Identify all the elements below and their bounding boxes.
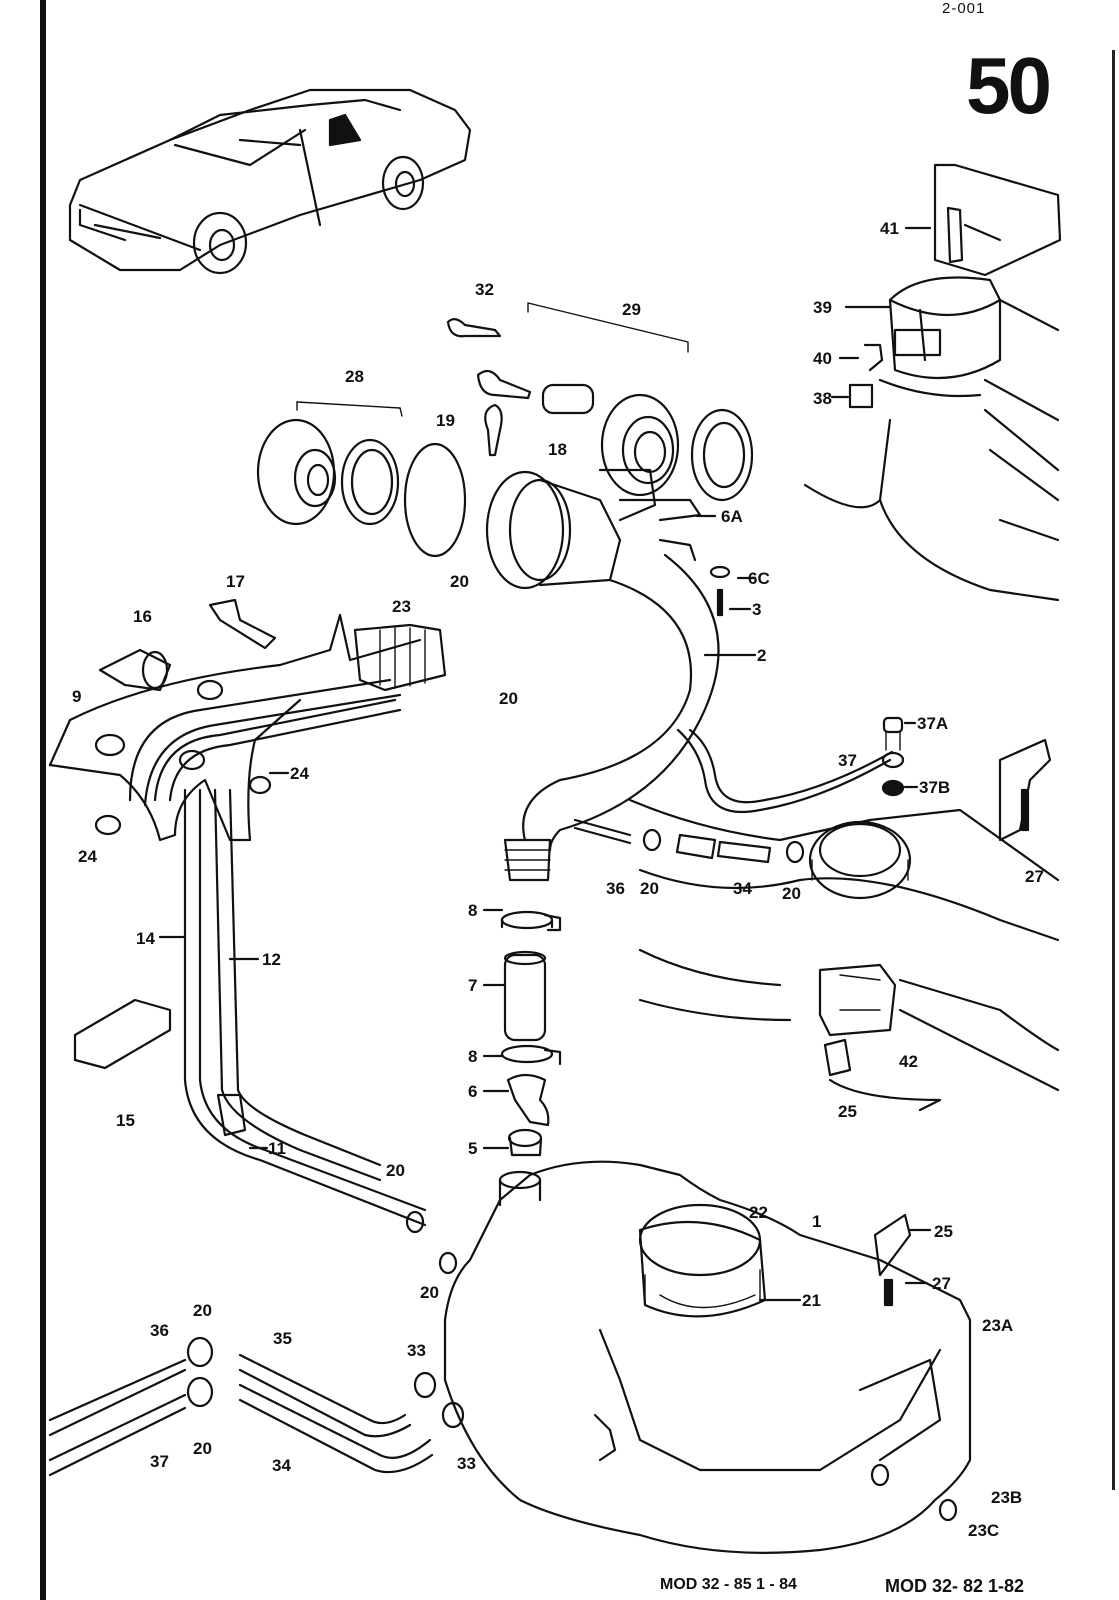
callout-11: 11 bbox=[268, 1139, 286, 1158]
callout-29: 29 bbox=[622, 300, 641, 319]
callout-20: 20 bbox=[640, 879, 659, 898]
callout-38: 38 bbox=[813, 389, 832, 408]
model-reference-b: MOD 32- 82 1-82 bbox=[885, 1576, 1025, 1596]
callout-2: 2 bbox=[757, 646, 767, 665]
callout-1: 1 bbox=[812, 1212, 822, 1231]
callout-40: 40 bbox=[813, 349, 832, 368]
callout-17: 17 bbox=[226, 572, 245, 591]
page-border-left bbox=[40, 0, 46, 1600]
callout-20: 20 bbox=[499, 689, 518, 708]
leader-lines bbox=[158, 226, 932, 1302]
callout-24: 24 bbox=[290, 764, 309, 783]
lower-hoses bbox=[48, 1210, 958, 1522]
callout-24: 24 bbox=[78, 847, 97, 866]
vent-bracket-and-lines bbox=[48, 598, 447, 1227]
callout-42: 42 bbox=[899, 1052, 918, 1071]
callout-19: 19 bbox=[436, 411, 455, 430]
callout-36: 36 bbox=[150, 1321, 169, 1340]
callout-34: 34 bbox=[272, 1456, 291, 1475]
callout-41: 41 bbox=[880, 219, 899, 238]
callout-28: 28 bbox=[345, 367, 364, 386]
filler-hose-stack bbox=[498, 910, 562, 1207]
line-37-assembly bbox=[573, 716, 1052, 864]
callout-8: 8 bbox=[468, 901, 478, 920]
model-reference-a: MOD 32 - 85 1 - 84 bbox=[660, 1576, 797, 1593]
vehicle-illustration bbox=[68, 88, 472, 275]
callout-20: 20 bbox=[450, 572, 469, 591]
callout-8: 8 bbox=[468, 1047, 478, 1066]
callout-37A: 37A bbox=[917, 714, 949, 733]
callout-20: 20 bbox=[420, 1283, 439, 1302]
callout-25: 25 bbox=[838, 1102, 857, 1121]
callout-20: 20 bbox=[386, 1161, 405, 1180]
callout-36: 36 bbox=[606, 879, 625, 898]
callout-20: 20 bbox=[193, 1439, 212, 1458]
callout-33: 33 bbox=[457, 1454, 476, 1473]
callout-6: 6 bbox=[468, 1082, 478, 1101]
callout-23A: 23A bbox=[982, 1316, 1014, 1335]
callout-35: 35 bbox=[273, 1329, 292, 1348]
callout-15: 15 bbox=[116, 1111, 135, 1130]
group-number: 50 bbox=[966, 41, 1052, 130]
callout-23: 23 bbox=[392, 597, 411, 616]
callout-37: 37 bbox=[838, 751, 857, 770]
callout-7: 7 bbox=[468, 976, 478, 995]
callout-18: 18 bbox=[548, 440, 567, 459]
sender-unit bbox=[808, 820, 942, 1112]
callout-14: 14 bbox=[136, 929, 155, 948]
callout-20: 20 bbox=[193, 1301, 212, 1320]
callout-37B: 37B bbox=[919, 778, 951, 797]
callout-9: 9 bbox=[72, 687, 82, 706]
sender-cover-parts bbox=[803, 163, 1062, 602]
callout-27: 27 bbox=[932, 1274, 951, 1293]
callout-3: 3 bbox=[752, 600, 762, 619]
filler-cap-parts bbox=[256, 302, 754, 558]
callout-34: 34 bbox=[733, 879, 752, 898]
callout-33: 33 bbox=[407, 1341, 426, 1360]
callout-12: 12 bbox=[262, 950, 281, 969]
sheet-code: 2-001 bbox=[942, 0, 986, 17]
callout-23B: 23B bbox=[991, 1488, 1023, 1507]
callout-6A: 6A bbox=[721, 507, 743, 526]
callout-32: 32 bbox=[475, 280, 494, 299]
callout-39: 39 bbox=[813, 298, 832, 317]
callout-22: 22 bbox=[749, 1203, 768, 1222]
callout-27: 27 bbox=[1025, 867, 1044, 886]
callout-20: 20 bbox=[782, 884, 801, 903]
callout-37: 37 bbox=[150, 1452, 169, 1471]
callout-6C: 6C bbox=[748, 569, 770, 588]
callout-25: 25 bbox=[934, 1222, 953, 1241]
page-border-right bbox=[1112, 50, 1115, 1490]
callout-5: 5 bbox=[468, 1139, 478, 1158]
callout-21: 21 bbox=[802, 1291, 821, 1310]
filler-neck-assembly bbox=[485, 468, 731, 882]
callout-16: 16 bbox=[133, 607, 152, 626]
callout-23C: 23C bbox=[968, 1521, 1000, 1540]
